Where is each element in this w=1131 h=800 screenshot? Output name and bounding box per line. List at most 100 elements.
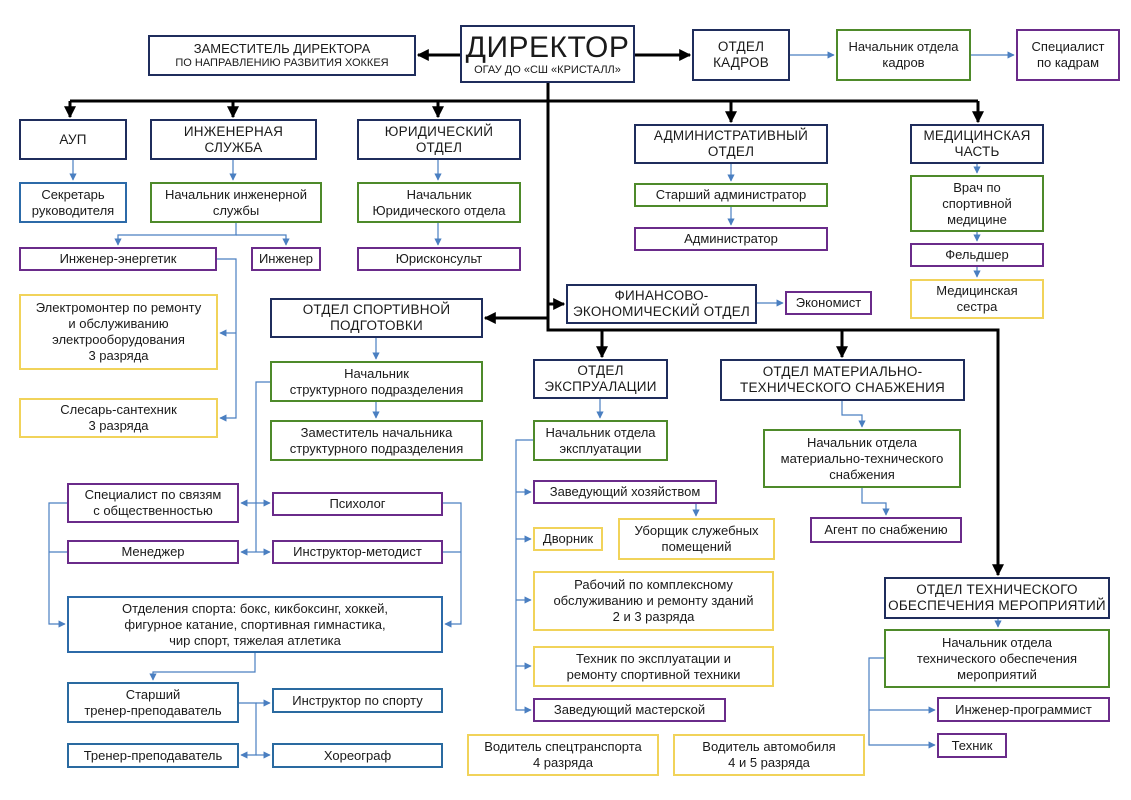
electrician-text-line: 3 разряда (88, 348, 149, 363)
electrician-text-line: и обслуживанию (68, 316, 169, 331)
supply-dept-text-line: ТЕХНИЧЕСКОГО СНАБЖЕНИЯ (740, 380, 945, 395)
choreographer-box: Хореограф (272, 743, 443, 768)
nurse-text-line: сестра (956, 299, 998, 314)
senior-to-coach (239, 702, 257, 759)
supply-to-head (841, 401, 866, 428)
admin-box: Администратор (634, 227, 828, 251)
secretary-text-line: Секретарь (41, 186, 105, 202)
choreographer-text-line: Хореограф (323, 747, 392, 763)
medical-dept-text-line: МЕДИЦИНСКАЯ (923, 128, 1031, 143)
technician-text-line: Техник (951, 737, 993, 753)
janitor-text-line: Дворник (542, 531, 594, 546)
events-dept-text-line: ОТДЕЛ ТЕХНИЧЕСКОГО (916, 582, 1078, 597)
legal-dept-text-line: ОТДЕЛ (415, 139, 463, 155)
manager-box: Менеджер (67, 540, 239, 564)
deputy-line1: ЗАМЕСТИТЕЛЬ ДИРЕКТОРА (193, 41, 371, 56)
aup-dept-text-line: АУП (59, 131, 87, 147)
sections-to-senior (149, 653, 256, 681)
exploit-head-text-line: Начальник отдела (545, 424, 656, 440)
finance-dept-text-line: ЭКОНОМИЧЕСКИЙ ОТДЕЛ (573, 304, 750, 319)
director-box: ДИРЕКТОР ОГАУ ДО «СШ «КРИСТАЛЛ» (460, 25, 635, 83)
supply-head-text-line: снабжения (829, 466, 895, 482)
sport-dept-text-line: ПОДГОТОВКИ (330, 318, 423, 333)
events-dept-text-line: ОБЕСПЕЧЕНИЯ МЕРОПРИЯТИЙ (888, 598, 1106, 613)
psychologist-text-line: Психолог (329, 496, 386, 511)
supply-agent-box: Агент по снабжению (810, 517, 962, 543)
repair-worker-text-line: Рабочий по комплексному (574, 577, 733, 592)
coach-text-line: Тренер-преподаватель (83, 747, 223, 763)
sport-sections-box: Отделения спорта: бокс, кикбоксинг, хокк… (67, 596, 443, 653)
pr-to-sections (48, 502, 67, 628)
events-head-text-line: технического обеспечения (916, 650, 1078, 666)
car-driver-text-line: 4 и 5 разряда (728, 755, 810, 770)
legal-head-text-line: Юридического отдела (372, 202, 506, 218)
legal-consult-text-line: Юрисконсульт (395, 251, 483, 266)
cleaner-text-line: помещений (661, 539, 732, 554)
car-driver-text-line: Водитель автомобиля (702, 739, 836, 754)
engineering-head-text-line: службы (212, 202, 260, 218)
sport-sections-text-line: Отделения спорта: бокс, кикбоксинг, хокк… (121, 600, 389, 616)
supply-head-text-line: материально-технического (780, 450, 944, 466)
legal-head-text-line: Начальник (406, 186, 472, 202)
hr-head-text-line: Начальник отдела (848, 39, 959, 54)
sport-sections-text-line: фигурное катание, спортивная гимнастика, (124, 616, 386, 632)
deputy-director-box: ЗАМЕСТИТЕЛЬ ДИРЕКТОРА ПО НАПРАВЛЕНИЮ РАЗ… (148, 35, 416, 76)
engineering-dept-text-line: СЛУЖБА (204, 139, 263, 155)
economist-box: Экономист (785, 291, 872, 315)
doctor-text-line: Врач по (953, 179, 1001, 195)
supply-head-to-agent (861, 488, 890, 516)
sport-instructor-text-line: Инструктор по спорту (292, 692, 423, 708)
paramedic-text-line: Фельдшер (945, 247, 1009, 262)
director-subtitle: ОГАУ ДО «СШ «КРИСТАЛЛ» (474, 63, 621, 76)
senior-coach-text-line: тренер-преподаватель (84, 702, 222, 718)
hr-head-text-line: кадров (882, 55, 925, 70)
events-head-text-line: мероприятий (957, 666, 1037, 682)
engineering-head-text-line: Начальник инженерной (164, 186, 308, 202)
pr-specialist-text-line: Специалист по связям (84, 487, 222, 502)
deputy-line2: ПО НАПРАВЛЕНИЮ РАЗВИТИЯ ХОККЕЯ (175, 57, 389, 69)
admin-text-line: Администратор (684, 231, 778, 246)
supply-dept-box: ОТДЕЛ МАТЕРИАЛЬНО-ТЕХНИЧЕСКОГО СНАБЖЕНИЯ (720, 359, 965, 401)
director-title: ДИРЕКТОР (465, 30, 630, 64)
engineer-box: Инженер (251, 247, 321, 271)
exploit-head-text-line: эксплуатации (559, 440, 642, 456)
eng-head-to-engineer (236, 234, 290, 246)
supply-agent-text-line: Агент по снабжению (824, 522, 948, 537)
legal-dept-text-line: ЮРИДИЧЕСКИЙ (384, 123, 494, 139)
manager-text-line: Менеджер (121, 544, 185, 559)
supply-head-text-line: Начальник отдела (806, 434, 918, 450)
workshop-head-box: Заведующий мастерской (533, 698, 726, 722)
sport-instructor-box: Инструктор по спорту (272, 688, 443, 713)
nurse-text-line: Медицинская (936, 283, 1018, 298)
hr-dept-text-line: ОТДЕЛ (717, 39, 765, 54)
steward-text-line: Заведующий хозяйством (549, 484, 701, 499)
finance-dept-box: ФИНАНСОВО-ЭКОНОМИЧЕСКИЙ ОТДЕЛ (566, 284, 757, 324)
director-to-events-arrow (546, 83, 1004, 577)
sport-dept-text-line: ОТДЕЛ СПОРТИВНОЙ (302, 302, 451, 317)
psychologist-box: Психолог (272, 492, 443, 516)
